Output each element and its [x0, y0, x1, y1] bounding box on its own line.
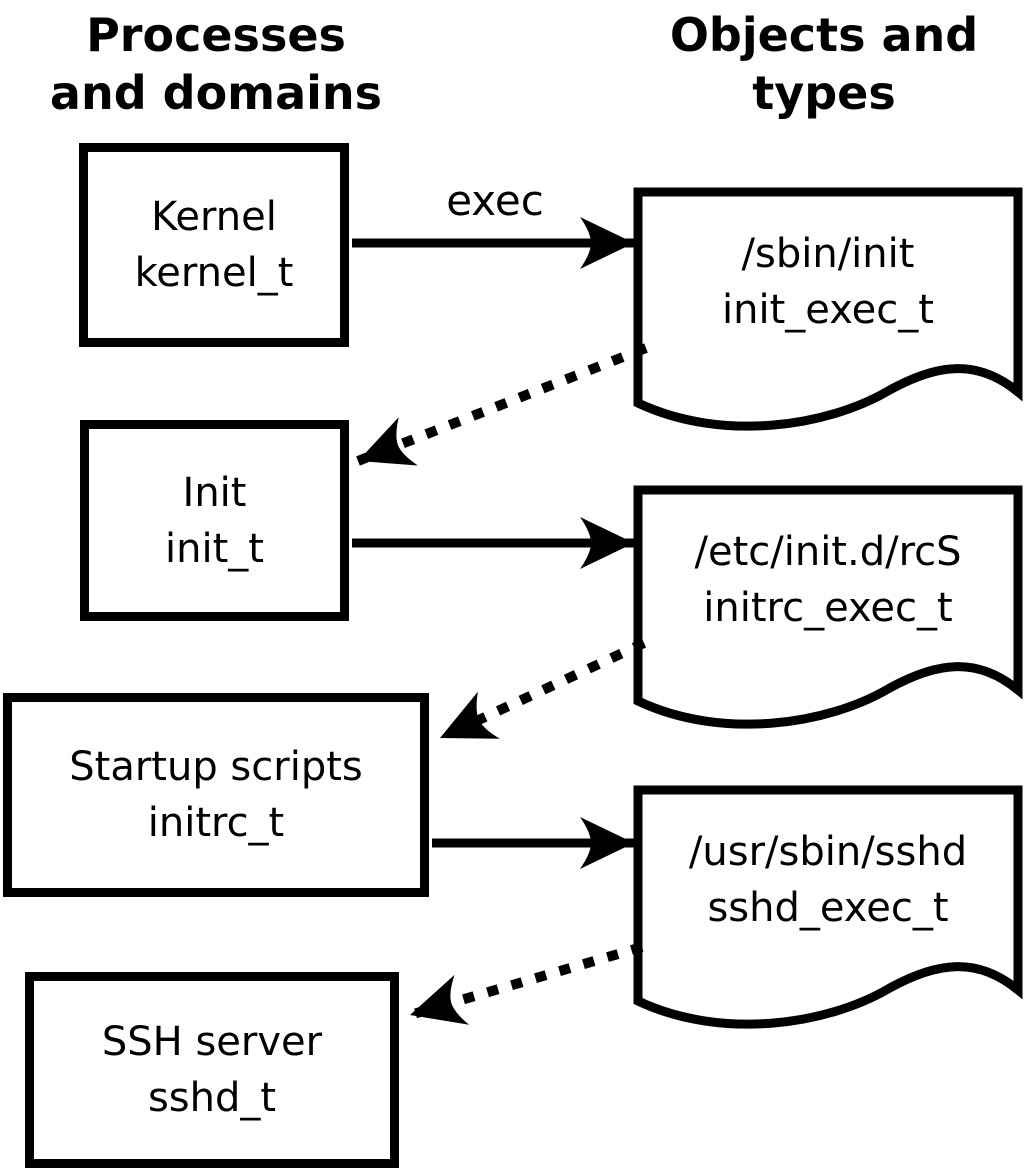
document-shape-usr-sbin-sshd	[633, 785, 1023, 1029]
process-domain-type: init_t	[165, 525, 264, 572]
process-box-kernel: Kernel kernel_t	[79, 143, 349, 347]
process-name: Init	[182, 469, 247, 516]
object-type: initrc_exec_t	[703, 585, 953, 631]
process-domain-type: initrc_t	[147, 800, 285, 846]
process-name: SSH server	[101, 1019, 323, 1065]
column-heading-processes: Processes and domains	[49, 8, 383, 120]
object-label-etc-initd-rcs: /etc/init.d/rcS initrc_exec_t	[638, 510, 1018, 650]
transition-arrow-sshd-exec-to-sshd	[408, 942, 644, 1025]
object-path: /sbin/init	[741, 231, 915, 277]
process-box-ssh-server: SSH server sshd_t	[25, 972, 399, 1168]
process-domain-type: sshd_t	[147, 1075, 277, 1121]
process-name: Startup scripts	[69, 744, 363, 790]
process-domain-type: kernel_t	[134, 250, 294, 296]
object-label-usr-sbin-sshd: /usr/sbin/sshd sshd_exec_t	[638, 810, 1018, 950]
object-label-sbin-init: /sbin/init init_exec_t	[638, 212, 1018, 352]
exec-arrow-label: exec	[446, 176, 544, 225]
transition-arrow-init-exec-to-init	[356, 343, 648, 466]
process-name: Kernel	[151, 194, 277, 240]
object-type: sshd_exec_t	[707, 885, 949, 931]
object-type: init_exec_t	[722, 287, 934, 333]
transition-arrow-initrc-exec-to-initrc	[437, 638, 647, 743]
process-box-init: Init init_t	[80, 420, 349, 621]
column-heading-objects: Objects and types	[669, 8, 979, 120]
document-shape-sbin-init	[633, 187, 1023, 431]
process-box-startup-scripts: Startup scripts initrc_t	[3, 693, 429, 897]
object-path: /usr/sbin/sshd	[688, 829, 968, 875]
document-shape-etc-initd-rcs	[633, 485, 1023, 729]
object-path: /etc/init.d/rcS	[694, 529, 962, 575]
